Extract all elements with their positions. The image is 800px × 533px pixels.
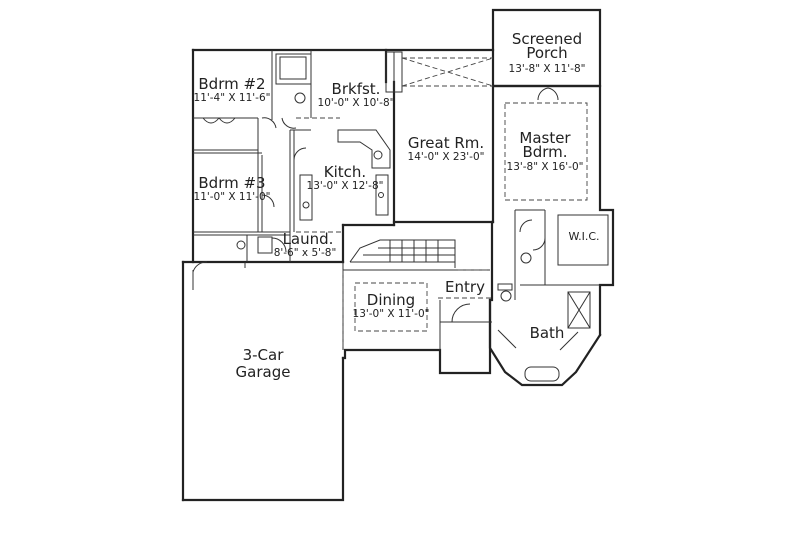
interior-walls [192, 50, 609, 382]
porch-dims: 13'-8" X 11'-8" [509, 63, 586, 75]
kitch-dims: 13'-0" X 12'-8" [307, 180, 384, 192]
bdrm2-name: Bdrm #2 [198, 75, 265, 93]
porch-name-line1: Screened [512, 30, 582, 48]
porch-name-line2: Porch [526, 44, 567, 62]
brkfst-name: Brkfst. [332, 80, 381, 98]
laund-name: Laund. [283, 230, 334, 248]
great-dims: 14'-0" X 23'-0" [408, 151, 485, 163]
dining-dims: 13'-0" X 11'-0" [353, 308, 430, 320]
dining-name: Dining [367, 291, 415, 309]
wic-name: W.I.C. [568, 230, 599, 243]
bdrm3-dims: 11'-0" X 11'-0" [194, 191, 271, 203]
garage-name-line2: Garage [236, 363, 291, 381]
bdrm2-dims: 11'-4" X 11'-6" [194, 92, 271, 104]
dashed-features [296, 57, 588, 350]
master-name-line2: Bdrm. [522, 143, 567, 161]
bath-name: Bath [530, 324, 565, 342]
brkfst-dims: 10'-0" X 10'-8" [318, 97, 395, 109]
great-name: Great Rm. [408, 134, 484, 152]
laund-dims: 8'-6" x 5'-8" [274, 247, 337, 259]
master-dims: 13'-8" X 16'-0" [507, 161, 584, 173]
garage-name-line1: 3-Car [243, 346, 285, 364]
master-name-line1: Master [519, 129, 571, 147]
entry-name: Entry [445, 278, 485, 296]
kitch-name: Kitch. [324, 163, 366, 181]
walls [181, 8, 615, 502]
room-labels: Bdrm #2 11'-4" X 11'-6" Brkfst. 10'-0" X… [194, 30, 600, 381]
bdrm3-name: Bdrm #3 [198, 174, 265, 192]
